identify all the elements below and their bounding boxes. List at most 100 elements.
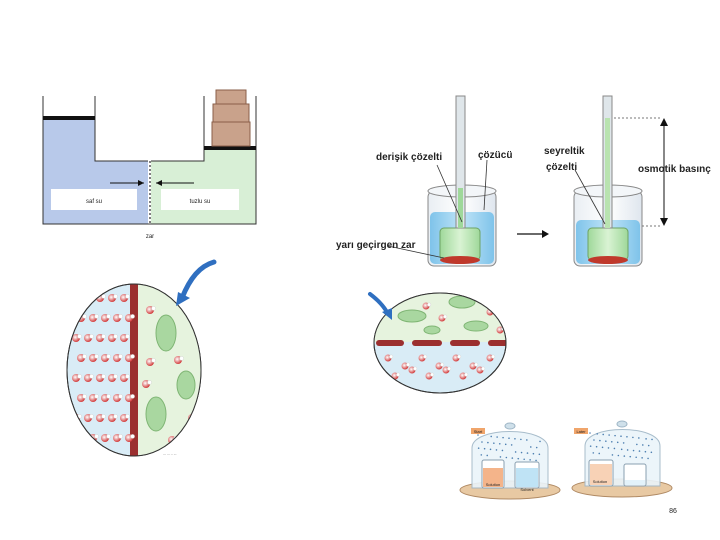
hydrogen-atom [498, 372, 503, 377]
vapor-dot [526, 452, 529, 454]
right-piston-shape [151, 96, 205, 162]
hydrogen-atom [130, 354, 135, 359]
right-solution-label: Solution [593, 479, 607, 484]
zoom-arrowhead-left [176, 292, 190, 306]
hydrogen-atom [118, 434, 123, 439]
left-piston-plate [43, 116, 95, 120]
hydrogen-atom [396, 372, 401, 377]
left-solvent-label: Solvent [520, 487, 534, 492]
page-number: 86 [669, 508, 677, 515]
hydrogen-atom [474, 362, 479, 367]
vapor-dot [538, 453, 541, 456]
vapor-dot [498, 442, 501, 445]
weights-stack [211, 89, 251, 147]
later-tag-box [574, 428, 588, 434]
vapor-dot [505, 456, 508, 459]
vapor-dot [480, 454, 483, 456]
pressure-arrow-down [660, 218, 668, 226]
hydrogen-atom [106, 314, 111, 319]
right-flow-arrowhead [156, 180, 162, 186]
hydrogen-atom [101, 294, 106, 299]
zoom-arrow-left [179, 259, 217, 301]
membrane-bar [130, 284, 138, 456]
vapor-dot [645, 438, 647, 440]
water-molecule [84, 294, 92, 302]
beaker-before [427, 95, 497, 267]
hydrogen-atom [118, 394, 123, 399]
molecular-view-left: ∙∙∙ ∙∙∙ ∙∙ ∙∙∙ [66, 283, 202, 457]
vapor-dot [539, 440, 541, 443]
vapor-dot [620, 435, 622, 438]
vapor-dot [477, 434, 479, 436]
bell-jar-later: Later Solution [571, 420, 673, 498]
vapor-dot [520, 451, 523, 454]
hydrogen-atom [101, 374, 106, 379]
vapor-dot [626, 435, 628, 438]
vapor-dot [514, 451, 517, 453]
hydrogen-atom [118, 314, 123, 319]
hydrogen-atom [101, 334, 106, 339]
vapor-dot [589, 445, 592, 447]
hydrogen-atom [77, 334, 82, 339]
bell-jar-start: Start Solution Solvent [459, 422, 561, 500]
leader-dilute [574, 169, 606, 225]
hydrogen-atom [443, 314, 448, 319]
vapor-dots-right [589, 432, 653, 460]
small-caption: ∙∙∙ ∙∙∙ ∙∙ ∙∙∙ [163, 452, 177, 456]
hydrogen-atom [447, 366, 452, 371]
hydrogen-atom [130, 434, 135, 439]
vapor-dot [529, 459, 531, 461]
semipermeable-membrane-label: yarı geçirgen zar [336, 240, 416, 251]
vapor-dot [632, 436, 634, 439]
vapor-dot [651, 438, 653, 441]
vapor-dot [529, 446, 532, 448]
hydrogen-atom [89, 294, 94, 299]
vapor-dot [622, 442, 625, 444]
hydrogen-atom [101, 414, 106, 419]
membrane-label: zar [146, 234, 154, 240]
vapor-dot [626, 449, 629, 451]
hydrogen-atom [106, 394, 111, 399]
solute-particles [145, 314, 196, 432]
vapor-dots [477, 434, 541, 462]
hydrogen-atom [130, 394, 135, 399]
hydrogen-atom [82, 314, 87, 319]
vapor-dot [517, 457, 520, 460]
vapor-dot [632, 449, 635, 452]
vapor-dot [483, 447, 486, 450]
hydrogen-atom [89, 414, 94, 419]
vapor-dot [514, 437, 516, 440]
vapor-dot [617, 454, 620, 457]
vapor-dot [605, 440, 607, 442]
hydrogen-atom [430, 372, 435, 377]
tank-outline [42, 96, 257, 225]
vapor-dot [650, 451, 653, 454]
hydrogen-atom [94, 354, 99, 359]
hydrogen-atom [413, 366, 418, 371]
water-molecule [77, 434, 85, 442]
vapor-dot [511, 457, 514, 459]
hydrogen-atom [125, 334, 130, 339]
hydrogen-atom [491, 354, 496, 359]
vapor-dot [602, 433, 604, 436]
dilute-label-line1: seyreltik [544, 146, 585, 157]
vapor-dot [504, 443, 507, 446]
vapor-dot [611, 454, 614, 456]
hydrogen-atom [186, 301, 191, 306]
vapor-dot [598, 452, 601, 455]
hydrogen-atom [94, 314, 99, 319]
hydrogen-atom [464, 372, 469, 377]
vapor-dot [526, 439, 528, 441]
vapor-dot [493, 442, 495, 444]
hydrogen-atom [106, 434, 111, 439]
vapor-dot [535, 446, 538, 449]
hydrogen-atom [193, 414, 198, 419]
vapor-dot [647, 444, 650, 447]
vapor-dot [596, 433, 599, 435]
hydrogen-atom [113, 374, 118, 379]
molecular-view-right [373, 292, 507, 394]
vapor-dot [636, 443, 638, 446]
vapor-dot [635, 456, 637, 459]
vapor-dot [614, 434, 616, 437]
start-tag: Start [474, 429, 483, 434]
